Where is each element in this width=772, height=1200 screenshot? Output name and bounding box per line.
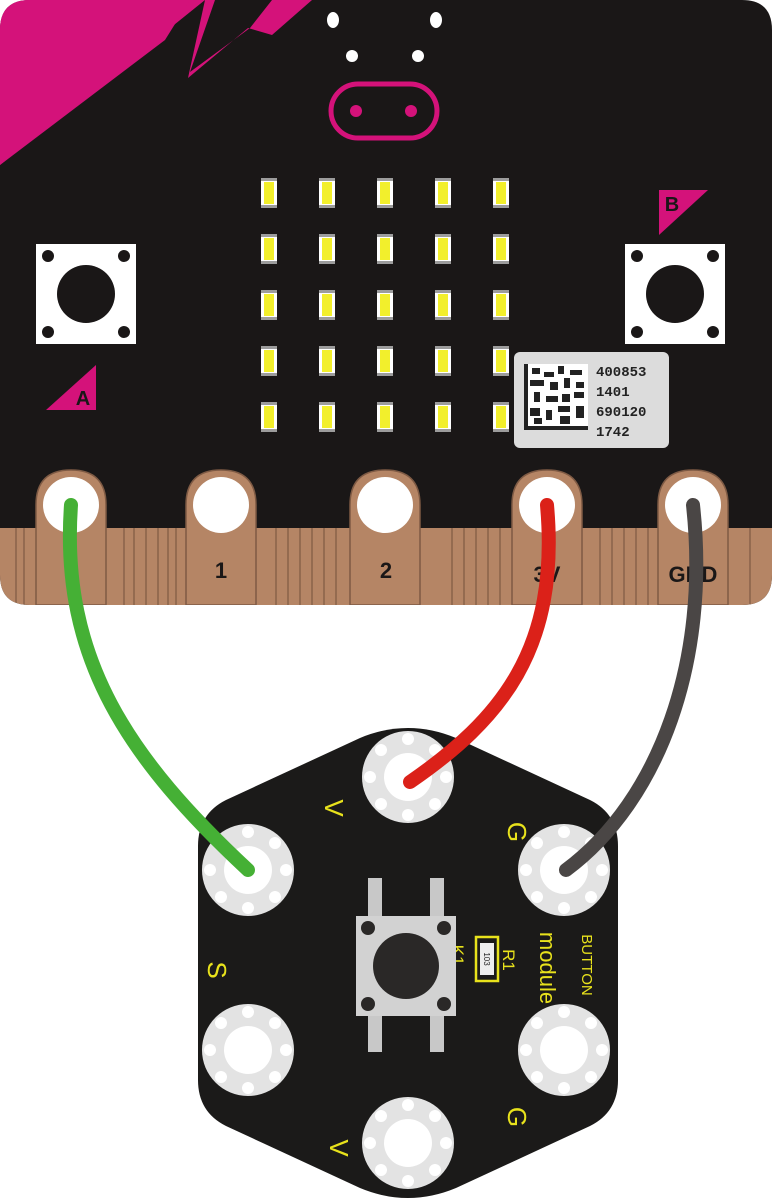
- pad-right-lower-g[interactable]: [518, 1004, 610, 1096]
- led-r5-c1: [261, 402, 277, 432]
- serial-line-3: 690120: [596, 405, 646, 421]
- pin-label-1: 1: [215, 558, 227, 583]
- wire-power[interactable]: [403, 498, 556, 789]
- button-a[interactable]: [36, 244, 136, 344]
- led-r1-c5: [493, 178, 509, 208]
- led-r2-c4: [435, 234, 451, 264]
- microbit-board: A B: [0, 0, 772, 605]
- pin-label-2: 2: [380, 558, 392, 583]
- led-r2-c5: [493, 234, 509, 264]
- edge-connector-fingers: [15, 528, 751, 605]
- label-g-lower: G: [502, 1107, 532, 1127]
- led-r1-c2: [319, 178, 335, 208]
- led-r3-c1: [261, 290, 277, 320]
- led-r3-c2: [319, 290, 335, 320]
- wire-signal[interactable]: [62, 498, 255, 877]
- push-switch-k1[interactable]: [356, 878, 456, 1052]
- led-r3-c3: [377, 290, 393, 320]
- led-r5-c4: [435, 402, 451, 432]
- button-b[interactable]: [625, 244, 725, 344]
- module-title-button: BUTTON: [578, 934, 595, 995]
- label-v-bottom: V: [324, 1139, 354, 1157]
- module-title-module: module: [535, 932, 560, 1004]
- button-module: V G S G V BUTTON module R1 K1 103: [198, 728, 618, 1198]
- led-matrix: [261, 178, 509, 432]
- led-r5-c5: [493, 402, 509, 432]
- led-r1-c3: [377, 178, 393, 208]
- label-g-upper: G: [502, 822, 532, 842]
- led-r1-c4: [435, 178, 451, 208]
- pad-bottom-v[interactable]: [362, 1097, 454, 1189]
- button-b-label: B: [665, 194, 679, 216]
- resistor-r1: 103: [474, 935, 500, 983]
- top-sensor-dots: [327, 12, 442, 62]
- led-r3-c4: [435, 290, 451, 320]
- label-v-top: V: [319, 799, 349, 817]
- led-r1-c1: [261, 178, 277, 208]
- led-r3-c5: [493, 290, 509, 320]
- led-r2-c2: [319, 234, 335, 264]
- pad-left-lower[interactable]: [202, 1004, 294, 1096]
- led-r4-c4: [435, 346, 451, 376]
- wires: [62, 498, 704, 877]
- microbit-logo: [328, 81, 440, 141]
- led-r4-c3: [377, 346, 393, 376]
- led-r5-c2: [319, 402, 335, 432]
- led-r2-c1: [261, 234, 277, 264]
- label-s: S: [202, 961, 232, 978]
- serial-line-4: 1742: [596, 425, 630, 441]
- led-r4-c1: [261, 346, 277, 376]
- led-r4-c5: [493, 346, 509, 376]
- wire-ground[interactable]: [559, 498, 704, 877]
- led-r4-c2: [319, 346, 335, 376]
- resistor-value: 103: [482, 952, 491, 966]
- serial-line-2: 1401: [596, 385, 630, 401]
- led-r5-c3: [377, 402, 393, 432]
- led-r2-c3: [377, 234, 393, 264]
- button-b-marker: [659, 190, 708, 235]
- serial-sticker: 400853 1401 690120 1742: [514, 352, 669, 448]
- serial-line-1: 400853: [596, 365, 646, 381]
- button-a-label: A: [76, 388, 90, 410]
- button-a-marker: [46, 365, 96, 410]
- resistor-label: R1: [499, 949, 518, 971]
